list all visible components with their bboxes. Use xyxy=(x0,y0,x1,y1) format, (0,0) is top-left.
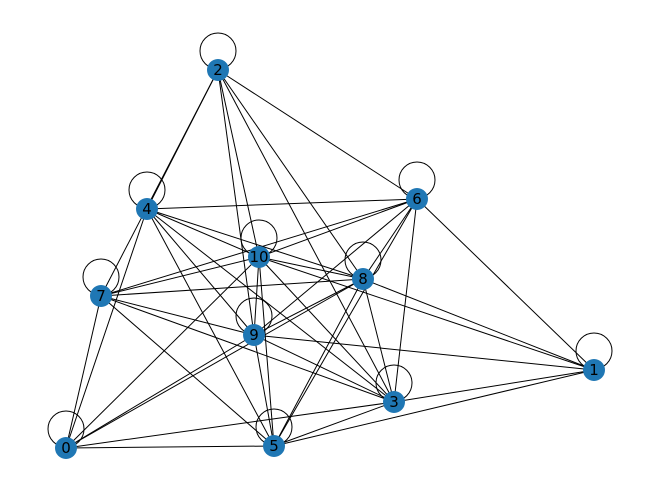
edge-5-6 xyxy=(273,198,418,447)
edge-2-7 xyxy=(100,69,219,297)
edge-8-9 xyxy=(253,278,364,336)
node-circle-6 xyxy=(406,188,428,210)
edge-2-8 xyxy=(217,69,364,280)
edge-6-8 xyxy=(362,198,418,280)
node-label-0: 0 xyxy=(61,439,71,457)
node-label-3: 3 xyxy=(389,393,399,411)
edge-1-6 xyxy=(416,198,595,371)
edge-0-8 xyxy=(65,278,364,449)
node-circle-4 xyxy=(136,198,158,220)
node-label-9: 9 xyxy=(249,326,259,344)
edge-0-3 xyxy=(65,401,395,449)
edge-1-8 xyxy=(362,278,595,371)
node-circle-3 xyxy=(383,391,405,413)
edge-3-7 xyxy=(100,295,395,403)
edge-0-4 xyxy=(65,208,148,449)
edge-1-3 xyxy=(393,369,595,403)
node-circle-0 xyxy=(55,437,77,459)
node-label-8: 8 xyxy=(358,270,368,288)
edge-4-5 xyxy=(146,208,275,447)
node-10: 10 xyxy=(248,246,270,268)
edge-1-9 xyxy=(253,334,595,371)
node-label-5: 5 xyxy=(269,437,279,455)
edge-3-8 xyxy=(362,278,395,403)
node-circle-10 xyxy=(248,246,270,268)
edge-7-10 xyxy=(100,256,260,297)
edge-5-7 xyxy=(100,295,275,447)
node-layer: 0 1 2 3 4 5 6 7 8 9 10 xyxy=(55,59,605,459)
edge-0-5 xyxy=(65,445,275,449)
edge-4-8 xyxy=(146,208,364,280)
edge-5-8 xyxy=(273,278,364,447)
edge-3-4 xyxy=(146,208,395,403)
edge-0-9 xyxy=(65,334,255,449)
node-circle-2 xyxy=(207,59,229,81)
edge-3-5 xyxy=(273,401,395,447)
edge-2-10 xyxy=(217,69,260,258)
node-label-6: 6 xyxy=(412,190,422,208)
edge-8-10 xyxy=(258,256,364,280)
edge-3-10 xyxy=(258,256,395,403)
edge-layer xyxy=(65,69,595,449)
edge-5-9 xyxy=(253,334,275,447)
edge-4-6 xyxy=(146,198,418,210)
edge-7-8 xyxy=(100,278,364,297)
edge-0-10 xyxy=(65,256,260,449)
edge-4-9 xyxy=(146,208,255,336)
node-2: 2 xyxy=(207,59,229,81)
edge-1-5 xyxy=(273,369,595,447)
edge-6-9 xyxy=(253,198,418,336)
edge-3-6 xyxy=(393,198,418,403)
edge-6-10 xyxy=(258,198,418,258)
node-label-2: 2 xyxy=(213,61,223,79)
node-3: 3 xyxy=(383,391,405,413)
node-1: 1 xyxy=(583,359,605,381)
node-circle-1 xyxy=(583,359,605,381)
edge-5-10 xyxy=(258,256,275,447)
self-loop-layer xyxy=(47,32,613,448)
edge-4-10 xyxy=(146,208,260,258)
edge-0-7 xyxy=(65,295,102,449)
node-circle-9 xyxy=(243,324,265,346)
node-circle-7 xyxy=(90,285,112,307)
node-0: 0 xyxy=(55,437,77,459)
node-6: 6 xyxy=(406,188,428,210)
node-circle-5 xyxy=(263,435,285,457)
edge-9-10 xyxy=(253,256,260,336)
node-label-10: 10 xyxy=(249,248,268,266)
edge-2-9 xyxy=(217,69,255,336)
edge-2-6 xyxy=(217,69,418,200)
node-4: 4 xyxy=(136,198,158,220)
node-label-7: 7 xyxy=(96,287,106,305)
node-label-1: 1 xyxy=(589,361,599,379)
node-circle-8 xyxy=(352,268,374,290)
edge-1-10 xyxy=(258,256,595,371)
edge-3-9 xyxy=(253,334,395,403)
edge-7-9 xyxy=(100,295,255,336)
node-9: 9 xyxy=(243,324,265,346)
node-5: 5 xyxy=(263,435,285,457)
node-8: 8 xyxy=(352,268,374,290)
node-label-4: 4 xyxy=(142,200,152,218)
node-7: 7 xyxy=(90,285,112,307)
edge-2-3 xyxy=(217,69,395,403)
